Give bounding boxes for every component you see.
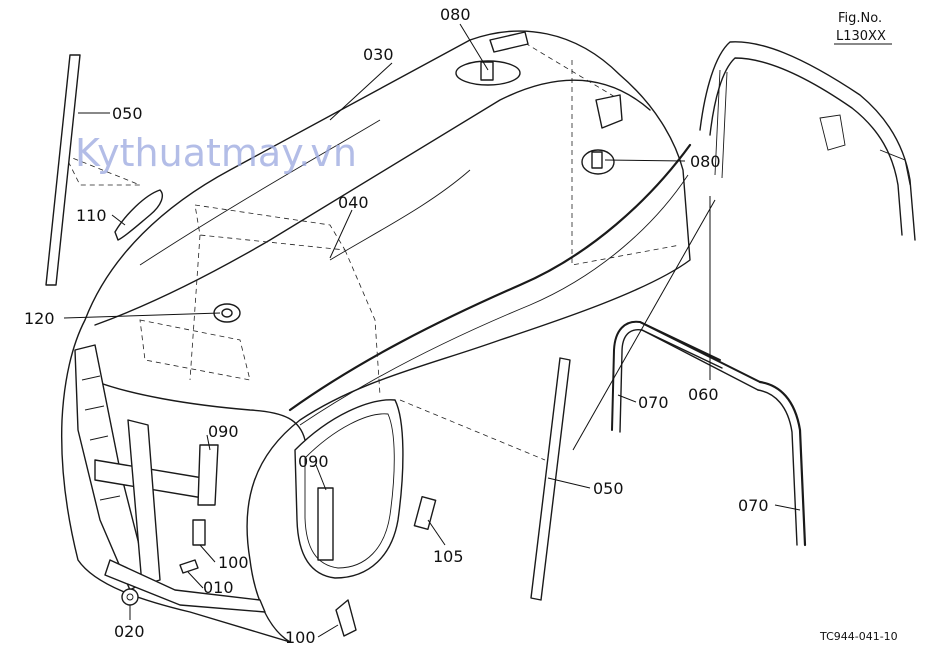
callout-110: 110 [76, 206, 107, 225]
callout-090-left: 090 [208, 422, 239, 441]
callout-105: 105 [433, 547, 464, 566]
frame-dash-3 [139, 319, 251, 381]
callout-050-right: 050 [593, 479, 624, 498]
rear-frame-post [714, 69, 728, 179]
seal-060-inner [641, 329, 759, 391]
callout-090-mid: 090 [298, 452, 329, 471]
figure-label: Fig.No. [838, 11, 882, 26]
callout-050-left: 050 [112, 104, 143, 123]
nut-020 [121, 588, 139, 606]
callout-120: 120 [24, 309, 55, 328]
watermark-text: Kythuatmay.vn [75, 131, 357, 175]
hood-belt-line [288, 143, 692, 412]
rear-frame-outer [699, 41, 916, 241]
rear-frame [699, 41, 916, 241]
callout-080-right: 080 [690, 152, 721, 171]
hood-belt-line-lower [299, 174, 689, 426]
leader-lines [63, 23, 801, 638]
latch-bracket [595, 94, 623, 129]
bracket-090-mid [317, 487, 334, 561]
headlight-opening [294, 399, 404, 579]
bracket-090-left [197, 444, 219, 506]
callout-020: 020 [114, 622, 145, 641]
hood-crown-line [94, 79, 651, 326]
seal-070-right [758, 380, 807, 547]
headlight-inner [304, 413, 395, 569]
callout-070-mid: 070 [638, 393, 669, 412]
bolt-010 [179, 559, 199, 574]
callout-030: 030 [363, 45, 394, 64]
rear-frame-bracket [819, 114, 911, 186]
grille-slats [81, 375, 121, 501]
emblem-part [114, 189, 163, 241]
seal-strip-left [45, 54, 81, 286]
bottom-skirt [104, 559, 266, 613]
clip-100-bottom [335, 599, 357, 637]
clip-100-left [192, 519, 206, 546]
drawing-code: TC944-041-10 [819, 630, 898, 643]
callout-060: 060 [688, 385, 719, 404]
knob-inner [221, 308, 233, 318]
hood-ridge [139, 119, 471, 266]
callout-070-right: 070 [738, 496, 769, 515]
figure-number: L130XX [836, 29, 886, 44]
pad-105 [413, 495, 437, 531]
right-latch-bolt [591, 151, 603, 169]
frame-dash-2 [189, 234, 381, 396]
top-hinge [489, 31, 529, 53]
seal-070-mid [611, 320, 721, 431]
callout-100-bottom: 100 [285, 628, 316, 647]
frame-dash-6 [64, 154, 141, 186]
front-support-post [127, 419, 161, 586]
callout-100-left: 100 [218, 553, 249, 572]
callout-080-top: 080 [440, 5, 471, 24]
seal-070-right-inner [757, 389, 798, 546]
top-latch-bolt [480, 61, 494, 81]
seal-060 [639, 321, 761, 383]
latch-parts [455, 31, 623, 175]
knob-part [213, 303, 241, 323]
callout-040: 040 [338, 193, 369, 212]
callout-010: 010 [203, 578, 234, 597]
rear-frame-inner [709, 57, 903, 236]
